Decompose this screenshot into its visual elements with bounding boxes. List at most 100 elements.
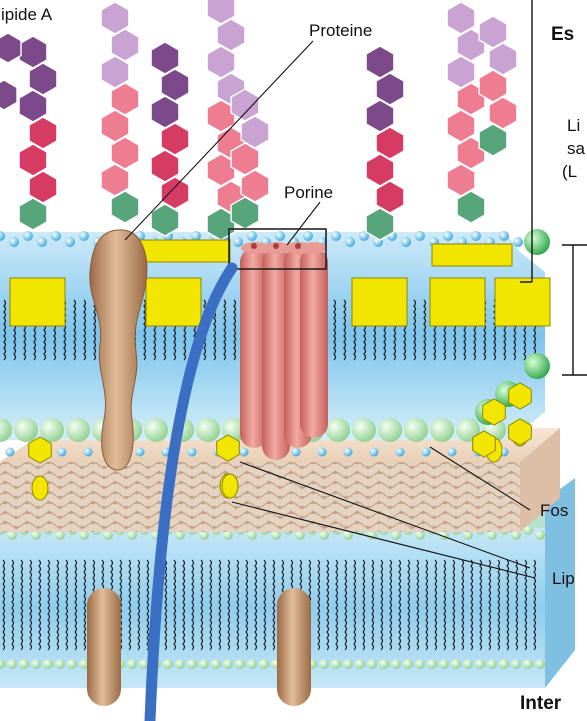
lipid-head — [523, 659, 533, 669]
lipid-head — [331, 659, 341, 669]
sugar-hexagon — [479, 124, 507, 156]
phospholipid-head — [326, 418, 350, 442]
lipid-head — [247, 659, 257, 669]
lipid-head — [343, 659, 353, 669]
phospholipid-head — [14, 418, 38, 442]
lipid-head — [23, 231, 33, 241]
lipid-head — [367, 659, 377, 669]
lipid-head — [451, 659, 461, 669]
lipid-head — [247, 231, 257, 241]
lipid-head — [487, 659, 497, 669]
lipid-a-block — [430, 278, 485, 326]
lipid-head — [535, 659, 545, 669]
lipid-head — [84, 448, 93, 457]
lipid-head — [344, 448, 353, 457]
lipopolysaccharide-chains — [0, 0, 517, 240]
lipid-head — [401, 237, 411, 247]
lipid-head — [292, 448, 301, 457]
lipid-head — [463, 659, 473, 669]
lipid-head — [67, 659, 77, 669]
label-interno: Inter — [520, 694, 561, 713]
label-lps-line-2: sa — [567, 140, 585, 157]
lipid-head — [513, 237, 523, 247]
label-lipoproteina: Lip — [552, 570, 575, 587]
lipid-head — [65, 237, 75, 247]
lipid-head — [415, 659, 425, 669]
label-lipide-a: ipide A — [1, 6, 52, 23]
lipid-head — [235, 659, 245, 669]
lipid-head — [211, 659, 221, 669]
lipid-head — [163, 659, 173, 669]
sugar-hexagon — [19, 198, 47, 230]
lipid-head — [223, 659, 233, 669]
inner-membrane-protein — [87, 588, 121, 706]
lipoprotein-anchor — [32, 476, 48, 500]
lipid-head — [136, 448, 145, 457]
lipid-head — [58, 448, 67, 457]
lipid-head — [259, 659, 269, 669]
lipid-head — [6, 448, 15, 457]
lipid-head — [475, 659, 485, 669]
phospholipid-head — [524, 229, 550, 255]
lipid-head — [127, 659, 137, 669]
label-lps-line-1: Li — [567, 117, 580, 134]
lipid-head — [499, 659, 509, 669]
lipid-head — [303, 231, 313, 241]
phospholipid-head — [378, 418, 402, 442]
lipid-head — [7, 659, 17, 669]
lipid-head — [391, 659, 401, 669]
lipid-head — [79, 231, 89, 241]
lipid-a-block — [10, 278, 65, 326]
lipid-head — [345, 237, 355, 247]
sugar-hexagon — [0, 33, 21, 63]
label-lps-line-3: (L — [562, 163, 577, 180]
phospholipid-head — [404, 418, 428, 442]
sugar-hexagon — [111, 191, 139, 223]
lipid-head — [318, 448, 327, 457]
lipid-a-block — [432, 244, 512, 266]
lipid-a-block — [495, 278, 550, 326]
lipid-head — [233, 237, 243, 247]
phospholipid-head — [524, 353, 550, 379]
phospholipid-head — [352, 418, 376, 442]
label-fosfolipidi: Fos — [540, 502, 568, 519]
sugar-hexagon — [366, 208, 394, 240]
lipid-head — [439, 659, 449, 669]
lipid-head — [37, 237, 47, 247]
lipid-head — [511, 659, 521, 669]
sugar-hexagon — [231, 197, 259, 229]
lipid-head — [240, 448, 249, 457]
lipid-head — [403, 659, 413, 669]
lipid-head — [396, 448, 405, 457]
inner-membrane-protein — [277, 588, 311, 706]
label-porine: Porine — [284, 184, 333, 201]
lipid-head — [499, 231, 509, 241]
lipid-head — [187, 659, 197, 669]
lipid-head — [355, 659, 365, 669]
phospholipid-head — [66, 418, 90, 442]
lipid-head — [535, 530, 545, 540]
lipid-head — [43, 659, 53, 669]
lipid-head — [199, 659, 209, 669]
lipid-a-block — [352, 278, 407, 326]
lipid-head — [19, 659, 29, 669]
lipid-head — [175, 659, 185, 669]
lipoprotein-anchor — [222, 474, 238, 498]
lipid-head — [415, 231, 425, 241]
lipid-head — [188, 448, 197, 457]
sugar-hexagon — [151, 204, 179, 236]
lipid-head — [51, 231, 61, 241]
lipid-head — [471, 231, 481, 241]
label-esterno: Es — [551, 25, 574, 44]
phospholipid-head — [144, 418, 168, 442]
sugar-hexagon — [457, 191, 485, 223]
label-proteine: Proteine — [309, 22, 372, 39]
lipid-head — [422, 448, 431, 457]
lipid-head — [448, 448, 457, 457]
phospholipid-head — [196, 418, 220, 442]
phospholipid-head — [40, 418, 64, 442]
lipid-head — [31, 659, 41, 669]
lipid-head — [319, 659, 329, 669]
